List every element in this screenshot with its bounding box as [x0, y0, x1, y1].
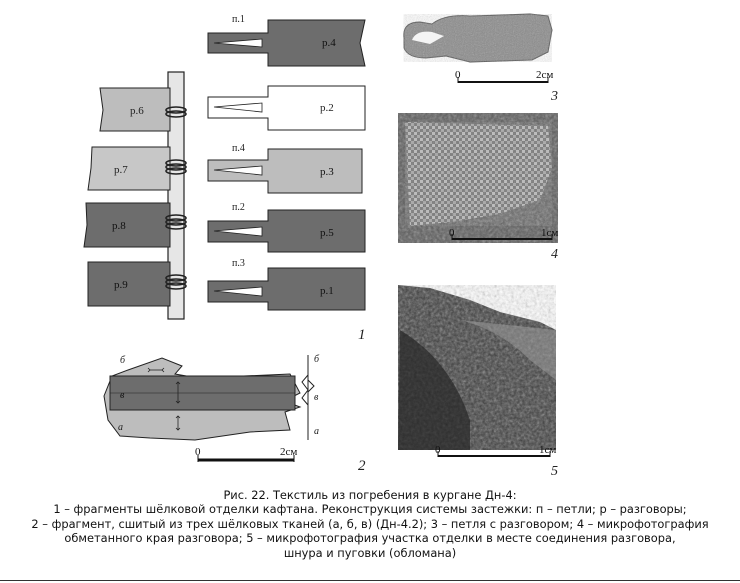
scale-max: 1см: [539, 444, 556, 456]
left-strip-7: р.7: [87, 146, 171, 191]
figure-number-1: 1: [358, 327, 366, 343]
right-strip-1: п.3 р.1: [207, 258, 366, 311]
caption-line: 1 – фрагменты шёлковой отделки кафтана. …: [53, 502, 687, 517]
left-strip-6: р.6: [99, 87, 171, 132]
strip-label: р.8: [112, 220, 126, 232]
fragment-letter-v: в: [120, 390, 125, 401]
right-strip-3: п.4 р.3: [207, 143, 363, 194]
fragment-letter-b: б: [120, 355, 126, 366]
cord: [167, 71, 185, 320]
figure-number-4: 4: [551, 247, 558, 262]
right-strip-4: п.1 р.4: [207, 14, 366, 67]
fragment-drawing: б в а б в а 0 2см 2: [103, 354, 366, 474]
section-letter-v: в: [314, 392, 319, 403]
strip-label: р.1: [320, 285, 334, 297]
scale-bar-photo-3: 0 2см: [455, 69, 553, 83]
scale-zero: 0: [435, 444, 441, 456]
scale-max: 1см: [541, 227, 558, 239]
loop-label: п.3: [232, 258, 245, 269]
figure-number-5: 5: [551, 464, 558, 479]
right-strip-2: р.2: [207, 85, 366, 131]
cross-section: [301, 355, 315, 440]
scale-zero: 0: [449, 227, 455, 239]
cord-wrappings: [165, 106, 187, 290]
photo-3-loop: 0 2см 3: [403, 13, 558, 104]
photo-5-microphoto: 0 1см 5: [398, 285, 558, 479]
strip-label: р.3: [320, 166, 334, 178]
right-strip-5: п.2 р.5: [207, 202, 366, 253]
strip-label: р.2: [320, 102, 334, 114]
left-strip-9: р.9: [87, 261, 171, 307]
scale-bar-photo-5: 0 1см: [435, 444, 556, 457]
scale-bar-drawing: 0 2см: [195, 446, 297, 462]
fragment-letter-a: а: [118, 422, 123, 433]
loop-label: п.2: [232, 202, 245, 213]
left-strip-8: р.8: [83, 202, 171, 248]
caption-title: Рис. 22. Текстиль из погребения в курган…: [223, 488, 517, 502]
page-rule: [0, 580, 740, 581]
scale-zero: 0: [195, 446, 201, 458]
scale-bar-photo-4: 0 1см: [449, 227, 558, 240]
caption-line: шнура и пуговки (обломана): [283, 545, 457, 560]
caption-line: 2 – фрагмент, сшитый из трех шёлковых тк…: [31, 516, 709, 531]
section-letter-b: б: [314, 354, 320, 365]
scale-max: 2см: [536, 69, 553, 81]
loop-label: п.1: [232, 14, 245, 25]
fastening-reconstruction: р.6 р.7 р.8 р.9 п.1 р.4: [83, 14, 366, 343]
caption-line: обметанного края разговора; 5 – микрофот…: [64, 531, 676, 546]
scale-max: 2см: [280, 446, 297, 458]
section-letter-a: а: [314, 426, 319, 437]
figure-number-2: 2: [358, 458, 366, 474]
strip-label: р.5: [320, 227, 334, 239]
scale-zero: 0: [455, 69, 461, 81]
figure-number-3: 3: [550, 89, 558, 104]
photo-4-microphoto: 0 1см 4: [398, 113, 558, 262]
strip-label: р.9: [114, 279, 128, 291]
strip-label: р.6: [130, 105, 144, 117]
strip-label: р.7: [114, 164, 128, 176]
loop-label: п.4: [232, 143, 245, 154]
strip-label: р.4: [322, 37, 336, 49]
figure-caption: Рис. 22. Текстиль из погребения в курган…: [0, 488, 740, 560]
